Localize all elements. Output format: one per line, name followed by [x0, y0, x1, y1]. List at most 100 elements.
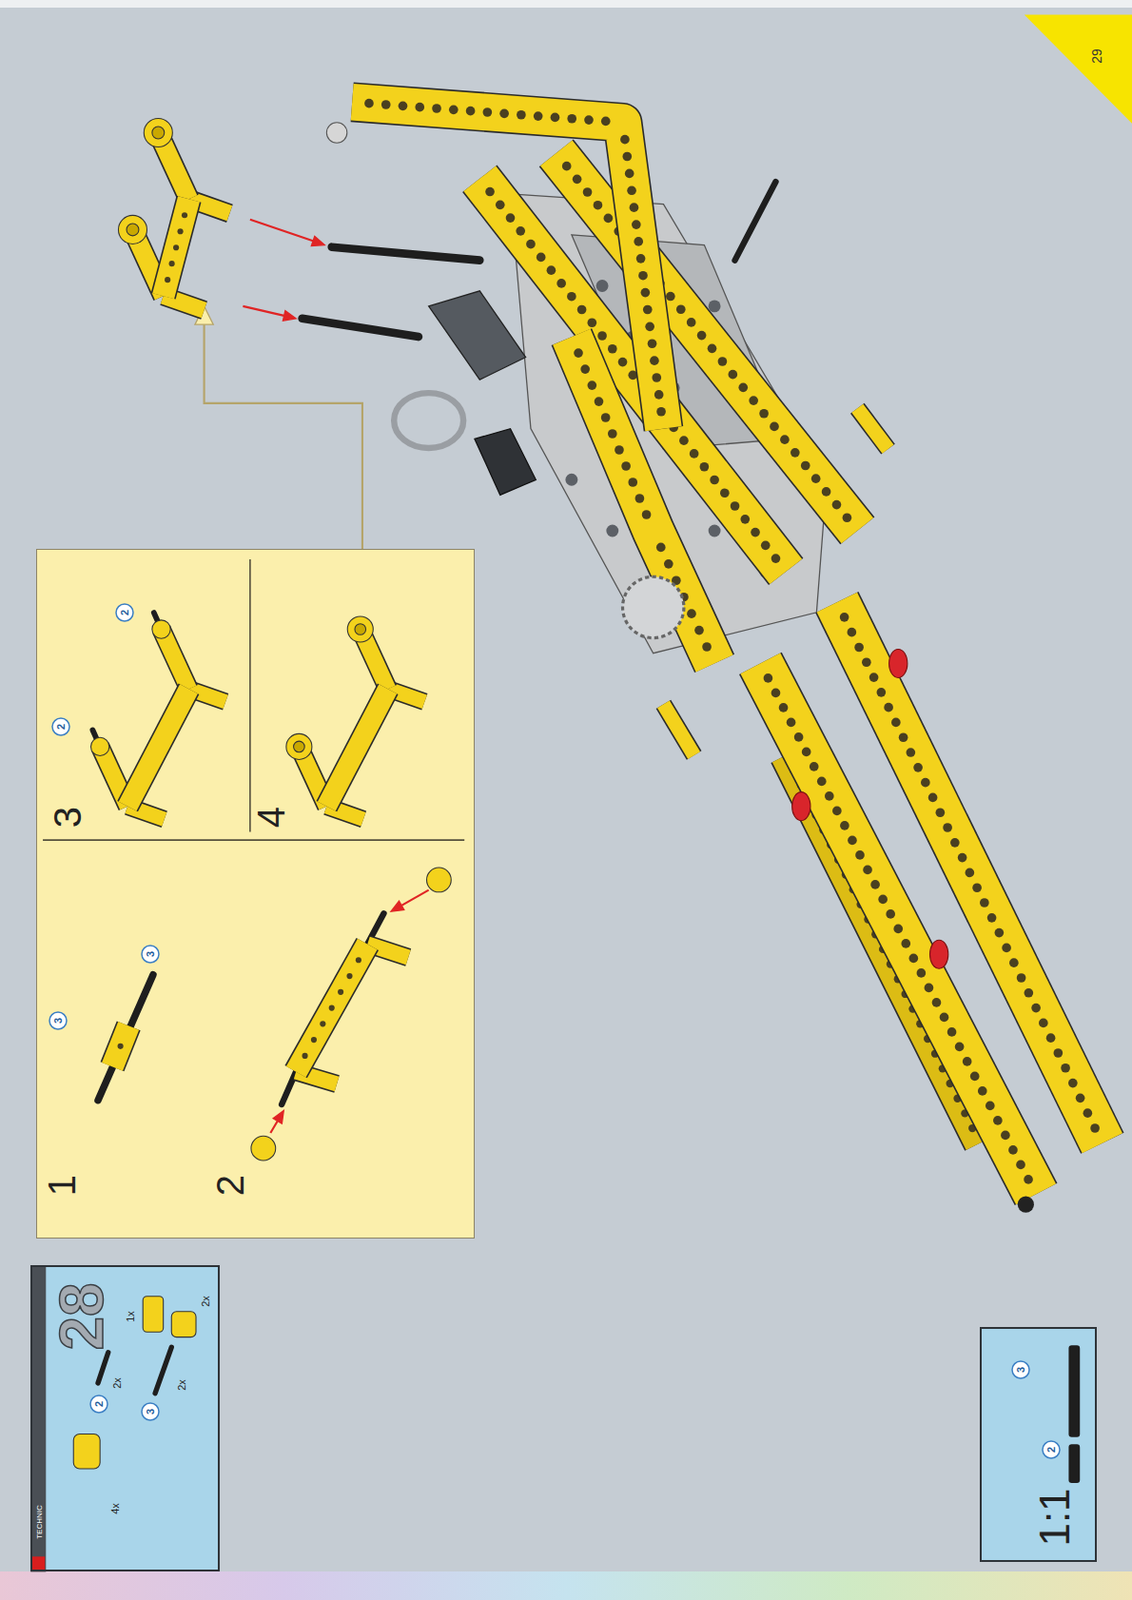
axle-3-scale	[1068, 1345, 1080, 1438]
beam-hole	[621, 461, 631, 471]
beam-hole	[847, 836, 858, 846]
axle-pin-connector	[347, 616, 373, 643]
beam-hole	[346, 973, 352, 979]
beam-hole	[942, 822, 953, 833]
beam-hole	[594, 396, 605, 407]
beam-hole	[485, 187, 495, 197]
beam-hole	[1024, 988, 1035, 998]
beam-hole	[718, 356, 728, 367]
beam-hole	[656, 407, 666, 417]
panel-divider	[249, 559, 252, 832]
beam-hole	[854, 643, 864, 653]
connector-arm	[161, 629, 190, 690]
beam-hole	[694, 625, 704, 636]
beam-hole	[663, 559, 674, 569]
beam-hole	[635, 493, 645, 504]
beam-hole	[993, 1115, 1003, 1126]
beam-hole	[924, 983, 935, 994]
beam-hole	[700, 462, 710, 472]
seat	[429, 291, 527, 380]
beam-hole	[587, 317, 598, 328]
beam-hole	[414, 102, 425, 113]
pin-connector-outline	[857, 408, 888, 449]
axle	[155, 1346, 172, 1393]
page-edge	[0, 0, 1132, 8]
beam-hole	[584, 115, 594, 125]
friction-pin	[889, 648, 908, 678]
beam-hole	[641, 288, 651, 298]
parts-header-strip	[30, 1266, 46, 1573]
ball-joint	[326, 122, 347, 143]
callout-circle	[49, 1012, 67, 1030]
assembly-arrow	[250, 219, 313, 242]
beam-hole	[364, 98, 374, 109]
beam-hole	[686, 608, 697, 619]
beam-hole	[311, 1036, 317, 1043]
panel-fill	[36, 548, 475, 1239]
bent-liftarm	[351, 101, 664, 429]
beam-hole	[790, 448, 801, 458]
beam-hole	[665, 292, 676, 302]
part-count: 1x	[125, 1310, 137, 1323]
axle	[735, 181, 777, 261]
panel-fill	[979, 1327, 1097, 1562]
frame-beam	[556, 153, 859, 531]
beam-hole	[947, 1027, 957, 1037]
substep-number: 2	[211, 1174, 250, 1196]
part-count: 4x	[110, 1502, 121, 1515]
beam-hole	[1001, 943, 1012, 954]
beam-hole	[572, 175, 583, 185]
callout-number: 2	[1046, 1446, 1057, 1453]
beam-hole	[763, 673, 774, 684]
illustration	[30, 15, 1132, 1572]
beam-hole	[644, 322, 655, 332]
beam-hole	[169, 260, 176, 267]
beam-hole	[748, 395, 759, 406]
callout-number: 3	[1015, 1366, 1027, 1373]
beam-hole	[928, 793, 938, 803]
beam-hole	[355, 956, 362, 963]
friction-pin	[930, 939, 949, 969]
beam-hole	[877, 687, 887, 698]
beam-hole	[832, 806, 842, 817]
beam-hole	[173, 244, 179, 251]
beam-hole	[878, 895, 888, 905]
beam-hole	[898, 732, 909, 742]
beam-hole	[117, 1043, 124, 1050]
beam-hole	[920, 778, 931, 788]
axle-pin-connector	[251, 1135, 276, 1161]
beam-hole	[636, 253, 646, 264]
scale-label: 1:1	[1034, 1487, 1076, 1546]
beam-hole	[577, 305, 587, 315]
beam-hole	[629, 202, 640, 213]
beam-hole	[936, 807, 946, 818]
beam-hole	[977, 1086, 988, 1096]
axle-pin-connector	[143, 117, 173, 147]
frame-beam-outline	[556, 153, 859, 531]
beam-hole	[506, 213, 516, 223]
beam-hole	[801, 747, 812, 758]
assembly-arrow	[270, 1121, 277, 1134]
axle	[302, 318, 419, 337]
connector-hole	[354, 624, 367, 636]
beam-hole	[759, 409, 769, 419]
beam-hole	[1046, 1033, 1056, 1043]
beam-hole	[870, 879, 880, 890]
beam-hole	[861, 657, 872, 667]
beam-hole	[631, 219, 642, 230]
beam-hole	[686, 317, 697, 328]
callout-circles	[49, 604, 1060, 1459]
beam-hole	[516, 110, 527, 120]
beam-hole	[779, 702, 789, 713]
beam-hole	[707, 343, 718, 353]
beam-hole	[987, 913, 997, 923]
beam-hole	[562, 161, 572, 172]
page-number: 29	[1090, 48, 1104, 64]
beam-hole	[601, 412, 611, 423]
brick-hole	[708, 525, 722, 538]
beam-hole	[689, 448, 700, 459]
beam-hole	[1016, 973, 1027, 983]
color-bar	[0, 1571, 1132, 1600]
arm-end	[90, 737, 109, 756]
arrow-head	[273, 1110, 284, 1124]
